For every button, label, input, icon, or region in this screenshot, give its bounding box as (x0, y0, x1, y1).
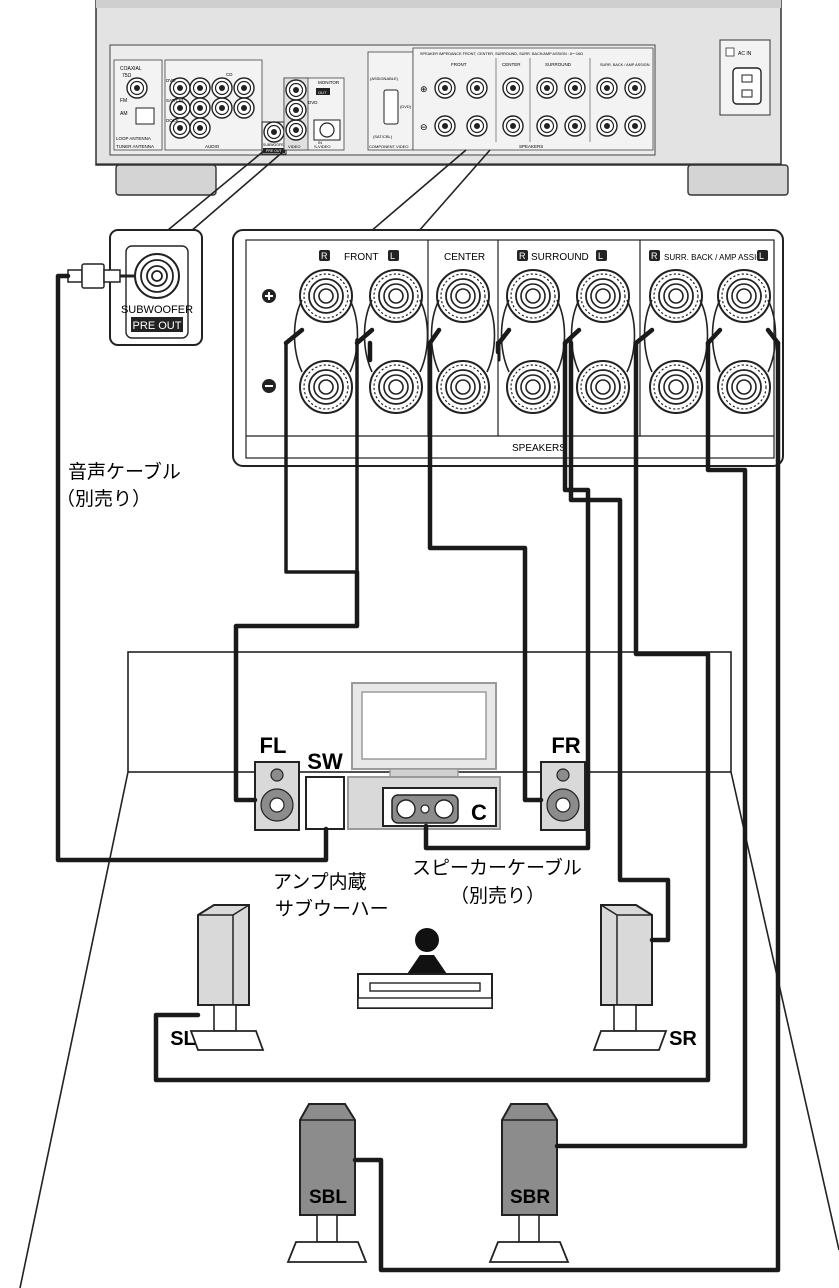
speaker-terminals-zoom: SPEAKERS R FRONT L CENTER R SURROUND L R… (232, 229, 784, 467)
tuner-antenna-block: COAXIAL 75Ω FM AM LOOP ANTENNA TUNER ANT… (113, 59, 163, 151)
fm-antenna-jack (126, 77, 148, 99)
svg-text:DOCK: DOCK (166, 118, 179, 123)
speaker-cable-sublabel: （別売り） (450, 885, 545, 907)
svg-text:SUBWOOFER: SUBWOOFER (263, 143, 286, 147)
surround-label: SURROUND (531, 252, 589, 263)
front-left-speaker: FL (254, 733, 300, 831)
svg-text:OUT: OUT (318, 90, 327, 95)
audio-input-block: DVD CD SAT/CBL DOCK AUDIO (164, 59, 263, 151)
svg-text:MONITOR: MONITOR (318, 80, 340, 85)
speaker-label-fl: FL (260, 733, 287, 758)
speaker-label-sl: SL (170, 1028, 196, 1050)
powered-sub-label: アンプ内蔵 (273, 871, 367, 893)
svg-text:SURR. BACK / AMP ASSIGN: SURR. BACK / AMP ASSIGN (600, 63, 650, 67)
svg-text:CENTER: CENTER (502, 62, 521, 67)
video-block: MONITOR OUT DVD VIDEO S-VIDEO IN (283, 77, 345, 151)
subwoofer-zoom-label-1: SUBWOOFER (121, 304, 193, 316)
front-label: FRONT (344, 252, 378, 263)
svg-text:AC IN: AC IN (738, 51, 752, 57)
svg-text:AUDIO: AUDIO (205, 144, 220, 149)
svg-text:SURROUND: SURROUND (545, 62, 572, 67)
svg-text:SPEAKERS: SPEAKERS (519, 144, 543, 149)
svg-text:L: L (598, 251, 603, 261)
svg-text:FRONT: FRONT (451, 62, 467, 67)
svg-text:R: R (321, 251, 328, 261)
speaker-label-sbr: SBR (510, 1187, 550, 1208)
cables (55, 273, 781, 1273)
svg-text:SPEAKER IMPEDANCE FRONT, CE: SPEAKER IMPEDANCE FRONT, CENTER, SURROUN… (420, 52, 583, 56)
receiver-foot-right (687, 164, 789, 196)
svg-text:IN: IN (318, 140, 322, 145)
subwoofer-speaker: SW (305, 749, 345, 830)
svg-text:FM: FM (120, 98, 127, 104)
speaker-terminals-small: SPEAKER IMPEDANCE FRONT, CENTER, SURROUN… (412, 47, 654, 151)
svg-text:COMPONENT VIDEO: COMPONENT VIDEO (369, 144, 409, 149)
svg-text:DVD: DVD (166, 78, 176, 83)
receiver-foot-left (115, 164, 217, 196)
powered-sub-sublabel: サブウーハー (275, 897, 389, 920)
audio-cable-label: 音声ケーブル (68, 460, 181, 483)
surround-right-speaker: SR (592, 904, 697, 1051)
svg-text:COAXIAL: COAXIAL (120, 66, 142, 72)
speaker-label-sr: SR (669, 1028, 697, 1050)
surround-back-left-speaker: SBL (286, 1103, 368, 1263)
svg-text:PRE OUT: PRE OUT (266, 149, 282, 153)
speaker-label-sbl: SBL (309, 1187, 347, 1208)
svg-text:R: R (651, 251, 658, 261)
surr-back-label: SURR. BACK / AMP ASSIGN (664, 253, 769, 262)
surround-left-speaker: SL (170, 904, 265, 1051)
svg-text:AM: AM (120, 111, 128, 117)
speaker-label-sw: SW (307, 749, 343, 774)
svg-text:CD: CD (226, 72, 233, 77)
svg-text:DVD: DVD (308, 100, 318, 105)
audio-cable-sublabel: （別売り） (56, 488, 151, 510)
svg-text:⊖: ⊖ (420, 123, 428, 133)
svg-text:VIDEO: VIDEO (288, 144, 300, 149)
surround-back-right-speaker: SBR (488, 1103, 570, 1263)
subwoofer-zoom-label-2: PRE OUT (133, 320, 182, 332)
svg-text:R: R (519, 251, 526, 261)
center-label: CENTER (444, 252, 485, 263)
annotation-labels: 音声ケーブル （別売り） スピーカーケーブル （別売り） アンプ内蔵 サブウーハ… (56, 460, 582, 920)
subwoofer-pre-out-jack-small: SUBWOOFER PRE OUT (261, 121, 287, 155)
zoom-callout-lines (167, 149, 491, 233)
svg-text:TUNER ANTENNA: TUNER ANTENNA (116, 144, 154, 149)
svg-text:LOOP ANTENNA: LOOP ANTENNA (116, 136, 151, 141)
subwoofer-pre-out-zoom: SUBWOOFER PRE OUT (109, 229, 203, 346)
svg-text:75Ω: 75Ω (122, 73, 132, 79)
svg-text:S-VIDEO: S-VIDEO (314, 144, 330, 149)
front-right-speaker: FR (540, 733, 586, 831)
speaker-label-c: C (471, 800, 487, 825)
svg-text:(ASSIGNABLE): (ASSIGNABLE) (370, 76, 399, 81)
speaker-cable-label: スピーカーケーブル (412, 856, 582, 879)
listener-sofa (357, 928, 493, 1009)
ac-inlet: AC IN (719, 39, 771, 116)
component-video-block: (ASSIGNABLE) (DVD) (SAT/CBL) COMPONENT V… (367, 51, 414, 151)
svg-text:L: L (390, 251, 395, 261)
svg-text:⊕: ⊕ (420, 85, 428, 95)
receiver-rear-panel: COAXIAL 75Ω FM AM LOOP ANTENNA TUNER ANT… (95, 0, 789, 196)
svg-text:L: L (759, 251, 764, 261)
center-speaker: C (382, 787, 497, 827)
speakers-label: SPEAKERS (512, 443, 566, 454)
speaker-label-fr: FR (551, 733, 580, 758)
svg-text:(SAT/CBL): (SAT/CBL) (373, 134, 393, 139)
audio-cable-sub (55, 273, 329, 863)
rca-plug (67, 263, 134, 289)
svg-text:(DVD): (DVD) (400, 104, 412, 109)
svg-text:SAT/CBL: SAT/CBL (166, 98, 185, 103)
